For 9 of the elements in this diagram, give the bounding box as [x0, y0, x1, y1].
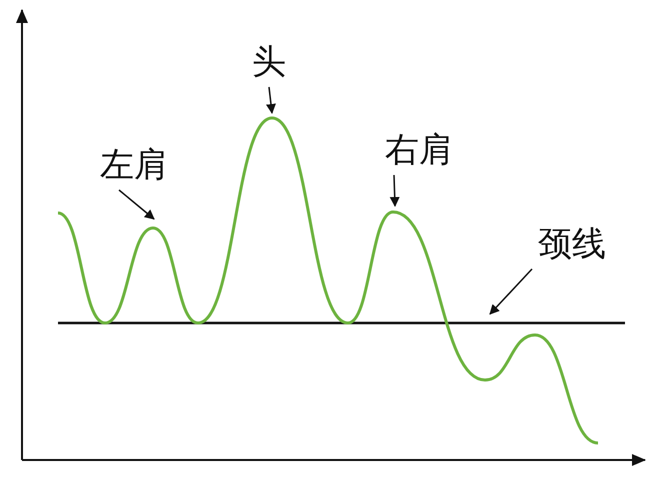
pattern-label: 右肩	[385, 133, 453, 167]
leader-arrow	[390, 174, 400, 207]
neckline	[58, 322, 625, 324]
leader-arrow	[118, 189, 155, 220]
leader-arrow	[489, 268, 533, 315]
leader-arrow	[266, 86, 276, 114]
pattern-label: 左肩	[100, 148, 168, 182]
pattern-label: 颈线	[538, 227, 606, 261]
pattern-label: 头	[252, 45, 286, 79]
